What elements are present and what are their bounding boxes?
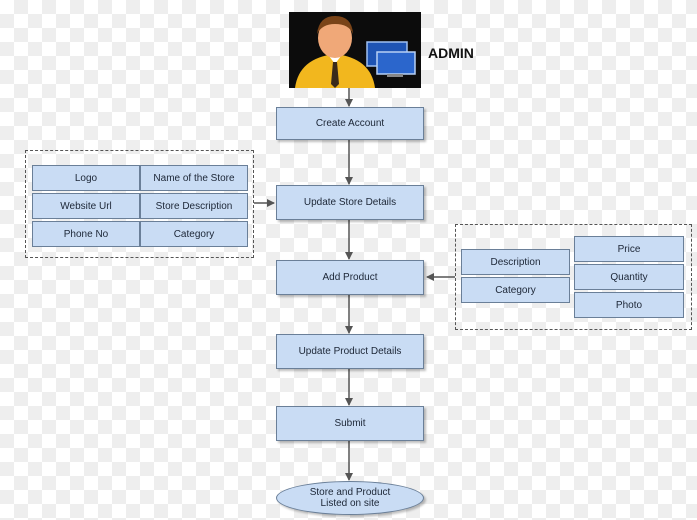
admin-icon <box>289 12 421 88</box>
create-account-step: Create Account <box>276 107 424 140</box>
store-field-name: Name of the Store <box>140 165 248 191</box>
product-field-quantity: Quantity <box>574 264 684 290</box>
submit-step: Submit <box>276 406 424 441</box>
store-field-category: Category <box>140 221 248 247</box>
product-field-price: Price <box>574 236 684 262</box>
add-product-step: Add Product <box>276 260 424 295</box>
product-field-description: Description <box>461 249 570 275</box>
store-fields-group <box>25 150 254 258</box>
store-field-logo: Logo <box>32 165 140 191</box>
product-field-photo: Photo <box>574 292 684 318</box>
admin-label: ADMIN <box>428 45 474 61</box>
product-fields-group <box>455 224 692 330</box>
update-store-details-step: Update Store Details <box>276 185 424 220</box>
store-field-description: Store Description <box>140 193 248 219</box>
store-field-website: Website Url <box>32 193 140 219</box>
store-field-phone: Phone No <box>32 221 140 247</box>
product-field-category: Category <box>461 277 570 303</box>
end-terminal: Store and Product Listed on site <box>276 481 424 515</box>
update-product-details-step: Update Product Details <box>276 334 424 369</box>
